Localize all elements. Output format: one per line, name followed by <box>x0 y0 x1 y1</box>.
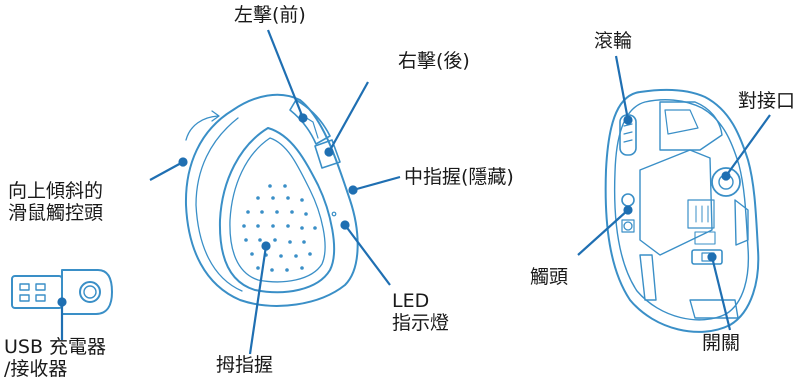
mouse-front-view <box>184 93 359 307</box>
label-middle-grip: 中指握(隱藏) <box>404 166 514 188</box>
label-tilt-head-line2: 滑鼠觸控頭 <box>8 202 104 224</box>
label-thumb-grip: 拇指握 <box>216 354 274 376</box>
label-scroll-wheel: 滾輪 <box>594 30 633 52</box>
tilt-arrow-icon <box>185 115 219 141</box>
label-usb-line2: /接收器 <box>4 358 68 380</box>
bottom-outer-outline <box>604 88 760 333</box>
label-left-click: 左擊(前) <box>234 4 306 26</box>
label-tilt-head-line1: 向上傾斜的 <box>8 180 104 202</box>
dock-port-ring <box>711 167 741 197</box>
led-dot <box>331 211 337 217</box>
label-led-line2: 指示燈 <box>392 312 450 334</box>
thumb-pad-dots <box>242 184 317 272</box>
label-led-line1: LED <box>392 290 430 312</box>
label-usb-receiver: USB 充電器 /接收器 <box>4 336 106 380</box>
usb-receiver-drawing <box>11 269 113 315</box>
label-dock-port: 對接口 <box>738 90 796 112</box>
mouse-body-outline <box>184 93 359 307</box>
right-button-shape <box>314 139 341 169</box>
leader-lines <box>57 29 771 355</box>
left-button-shape <box>289 99 331 145</box>
label-tilt-head: 向上傾斜的 滑鼠觸控頭 <box>8 180 103 224</box>
label-power-switch: 開關 <box>702 332 741 354</box>
label-contacts: 觸頭 <box>530 266 569 288</box>
power-switch-slot <box>691 249 723 265</box>
thumb-pad-outline <box>218 127 336 294</box>
label-led: LED 指示燈 <box>392 290 449 334</box>
sensor-ring <box>621 193 635 207</box>
label-usb-line1: USB 充電器 <box>4 336 107 358</box>
label-right-click: 右擊(後) <box>398 50 470 72</box>
